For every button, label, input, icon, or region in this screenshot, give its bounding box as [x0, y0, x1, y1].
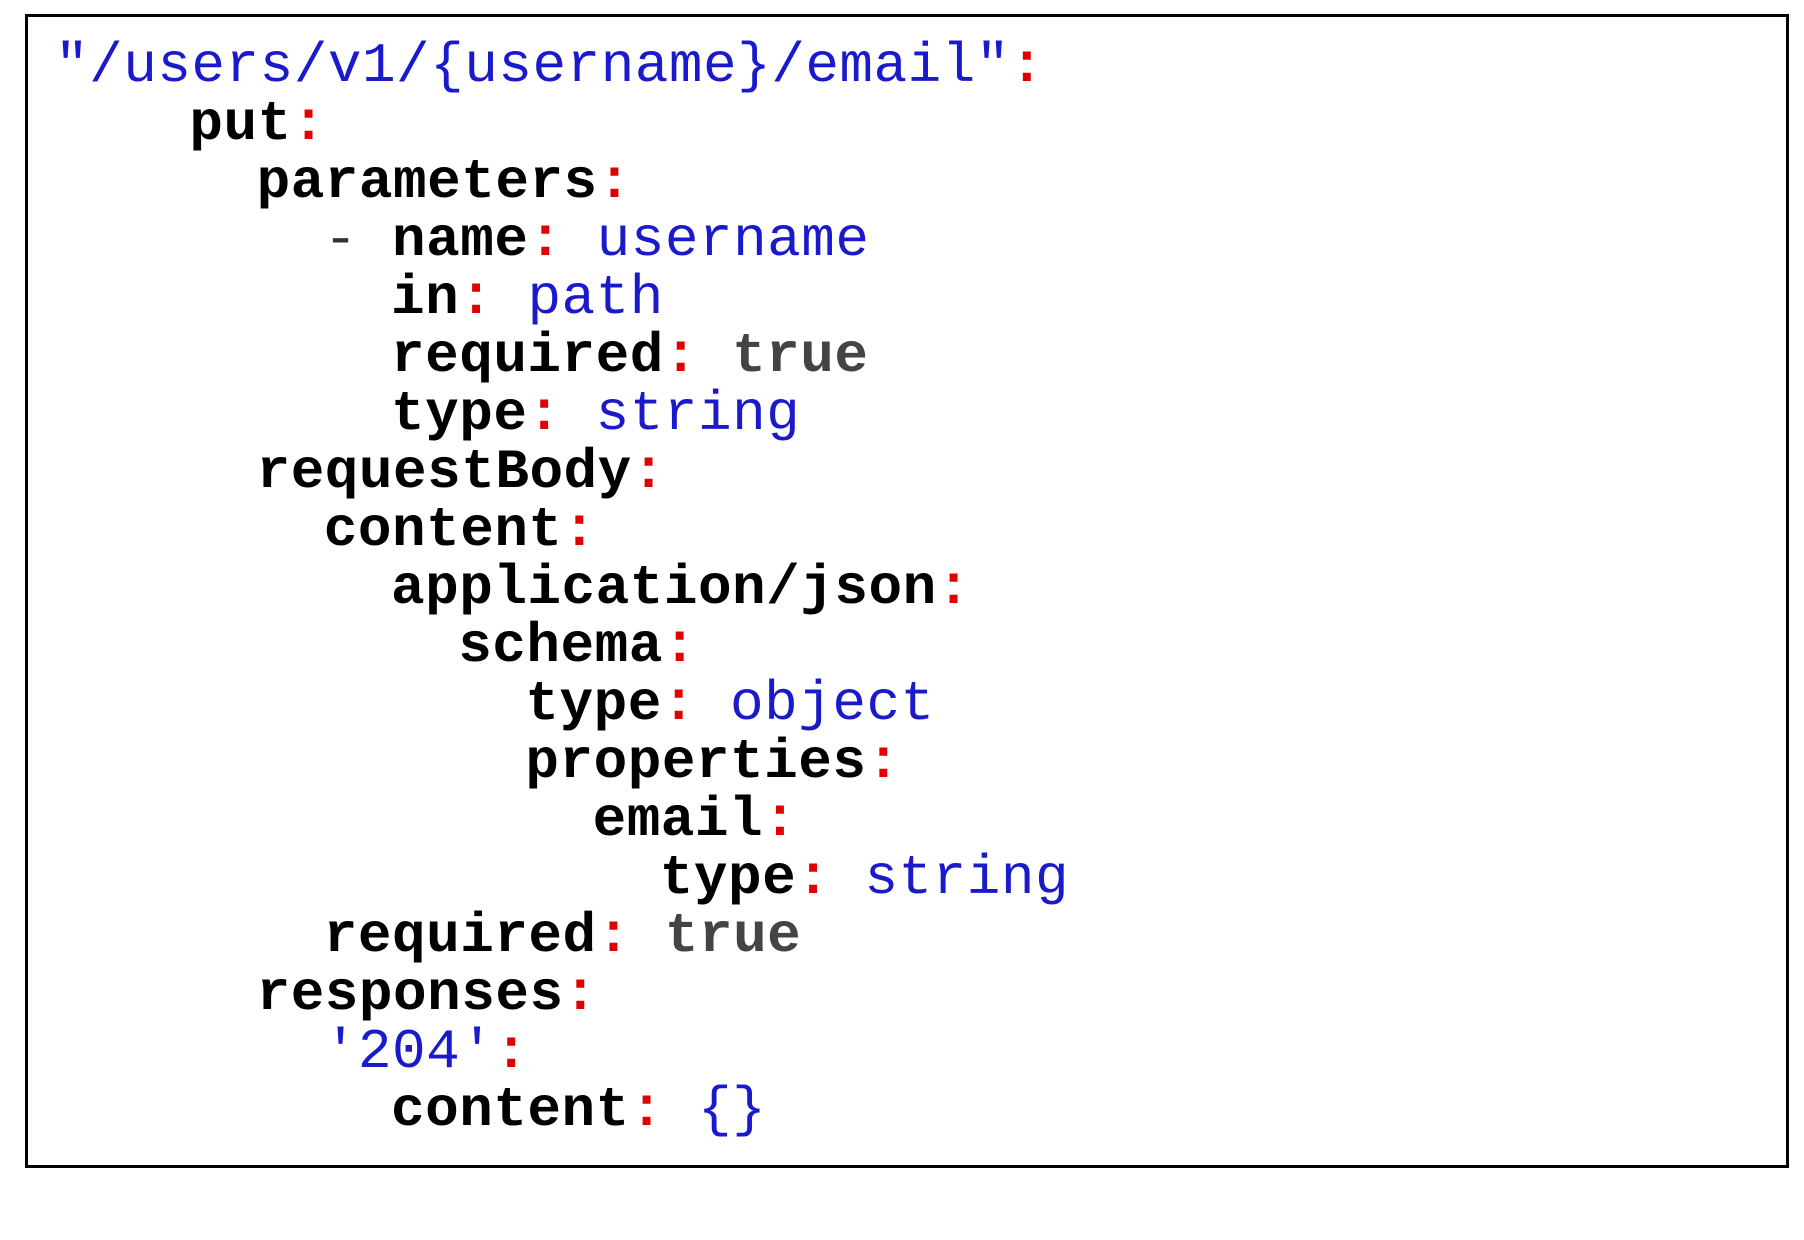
code-token-key: email: [592, 788, 764, 852]
code-token-colon: :: [459, 266, 494, 330]
code-token-colon: :: [631, 440, 666, 504]
code-token-colon: :: [1009, 34, 1045, 98]
code-line: required: true: [55, 907, 1069, 965]
code-token-key: requestBody: [256, 440, 632, 504]
code-line: parameters:: [55, 153, 1069, 211]
code-token-colon: :: [763, 788, 798, 852]
code-line: schema:: [55, 617, 1069, 675]
code-token-str: "/users/v1/{username}/email": [55, 34, 1010, 98]
code-token-sp: [563, 208, 597, 272]
code-token-sp: [631, 904, 665, 968]
code-token-key: type: [525, 672, 662, 736]
code-token-colon: :: [563, 962, 598, 1026]
code-line: application/json:: [55, 559, 1069, 617]
code-token-colon: :: [596, 904, 631, 968]
code-line: '204':: [55, 1023, 1069, 1081]
openapi-yaml-code: "/users/v1/{username}/email":put:paramet…: [55, 37, 1069, 1139]
code-token-colon: :: [662, 614, 697, 678]
code-token-colon: :: [494, 1020, 529, 1084]
code-line: in: path: [55, 269, 1069, 327]
code-token-sp: [493, 266, 527, 330]
code-token-sp: [562, 382, 596, 446]
code-line: type: object: [55, 675, 1069, 733]
code-token-str: {}: [697, 1078, 767, 1142]
code-token-key: put: [189, 92, 292, 156]
code-token-bool: true: [732, 324, 869, 388]
code-token-colon: :: [562, 498, 597, 562]
code-token-colon: :: [291, 92, 326, 156]
code-token-str: string: [595, 382, 801, 446]
code-line: email:: [55, 791, 1069, 849]
code-token-key: required: [391, 324, 664, 388]
code-line: content: {}: [55, 1081, 1069, 1139]
code-token-dash: -: [323, 208, 393, 272]
code-token-key: content: [391, 1078, 630, 1142]
code-token-key: type: [659, 846, 797, 910]
code-line: type: string: [55, 385, 1069, 443]
code-line: properties:: [55, 733, 1069, 791]
code-line: - name: username: [55, 211, 1069, 269]
code-token-colon: :: [527, 382, 562, 446]
code-token-colon: :: [597, 150, 632, 214]
code-token-key: schema: [458, 614, 663, 678]
code-listing-box: "/users/v1/{username}/email":put:paramet…: [25, 14, 1789, 1168]
code-line: content:: [55, 501, 1069, 559]
code-token-key: type: [391, 382, 528, 446]
code-token-bool: true: [664, 904, 802, 968]
code-token-key: required: [323, 904, 597, 968]
code-token-sp: [830, 846, 864, 910]
code-token-colon: :: [661, 672, 696, 736]
code-token-key: responses: [256, 962, 564, 1026]
code-token-key: content: [323, 498, 563, 562]
code-token-colon: :: [796, 846, 831, 910]
code-token-key: properties: [525, 730, 867, 794]
code-token-colon: :: [936, 556, 971, 620]
code-token-str: '204': [323, 1020, 495, 1084]
code-token-colon: :: [528, 208, 563, 272]
code-token-str: path: [527, 266, 664, 330]
code-token-colon: :: [866, 730, 901, 794]
code-line: put:: [55, 95, 1069, 153]
code-token-key: application/json: [391, 556, 937, 620]
code-token-key: in: [391, 266, 460, 330]
code-token-str: username: [596, 208, 870, 272]
code-line: required: true: [55, 327, 1069, 385]
code-token-str: string: [864, 846, 1070, 910]
code-token-sp: [664, 1078, 698, 1142]
code-line: requestBody:: [55, 443, 1069, 501]
code-token-str: object: [730, 672, 935, 736]
code-line: responses:: [55, 965, 1069, 1023]
code-line: type: string: [55, 849, 1069, 907]
code-token-key: name: [392, 208, 529, 272]
code-line: "/users/v1/{username}/email":: [55, 37, 1069, 95]
code-token-colon: :: [663, 324, 698, 388]
code-token-sp: [696, 672, 730, 736]
code-token-key: parameters: [256, 150, 598, 214]
code-token-colon: :: [629, 1078, 664, 1142]
code-token-sp: [698, 324, 732, 388]
